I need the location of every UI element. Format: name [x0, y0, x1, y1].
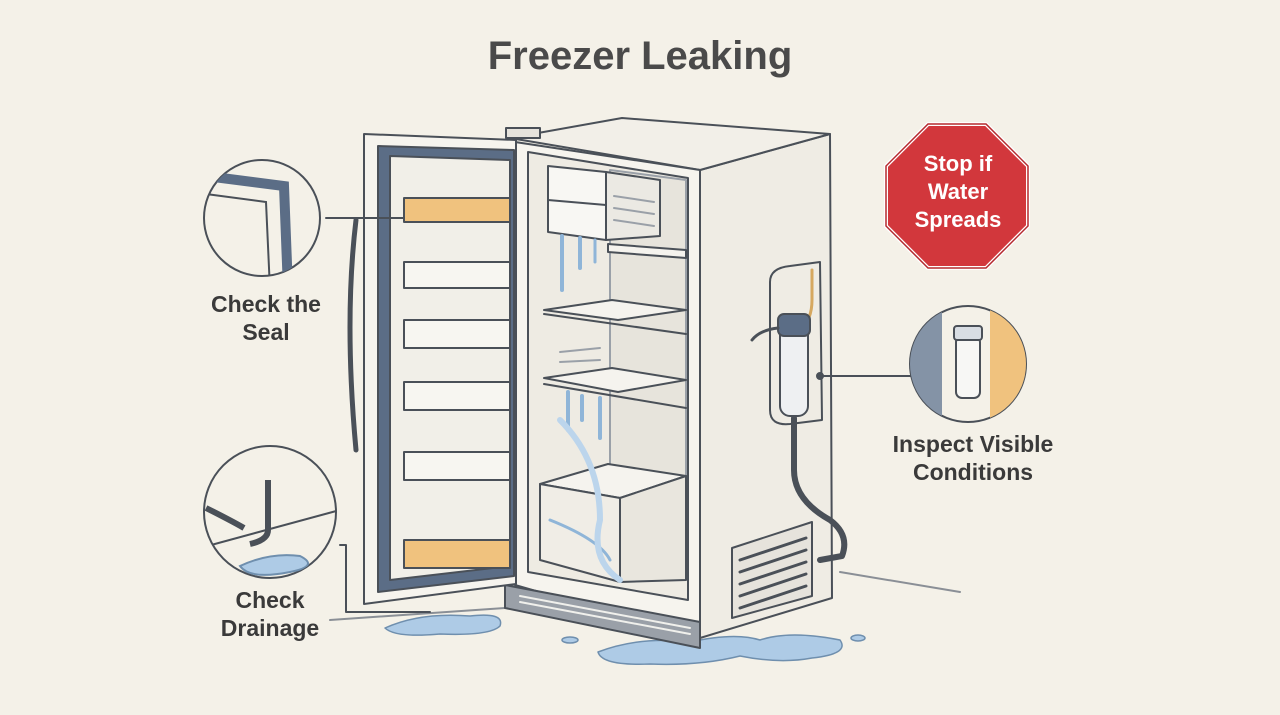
callout-conditions-line-1: Inspect Visible — [892, 431, 1054, 457]
callout-drainage-line-2: Drainage — [220, 615, 320, 641]
callout-drainage-line-1: Check — [235, 587, 305, 613]
drain-detail-icon — [203, 445, 337, 579]
stop-sign-text: Stop if Water Spreads — [886, 150, 1030, 234]
callout-seal-line-1: Check the — [211, 291, 321, 317]
stop-sign-line-1: Stop if — [923, 151, 993, 176]
callout-check-seal: Check the Seal — [176, 290, 356, 346]
callout-check-drainage: Check Drainage — [180, 586, 360, 642]
stop-sign-line-3: Spreads — [914, 207, 1002, 232]
page-title: Freezer Leaking — [487, 34, 793, 78]
water-puddle-icon — [384, 614, 866, 666]
stop-sign-line-2: Water — [927, 179, 989, 204]
filter-detail-icon — [909, 305, 1027, 423]
callout-conditions-line-2: Conditions — [912, 459, 1034, 485]
callout-seal-line-2: Seal — [242, 319, 290, 345]
callout-inspect-conditions: Inspect Visible Conditions — [868, 430, 1078, 486]
seal-detail-icon — [203, 159, 321, 277]
